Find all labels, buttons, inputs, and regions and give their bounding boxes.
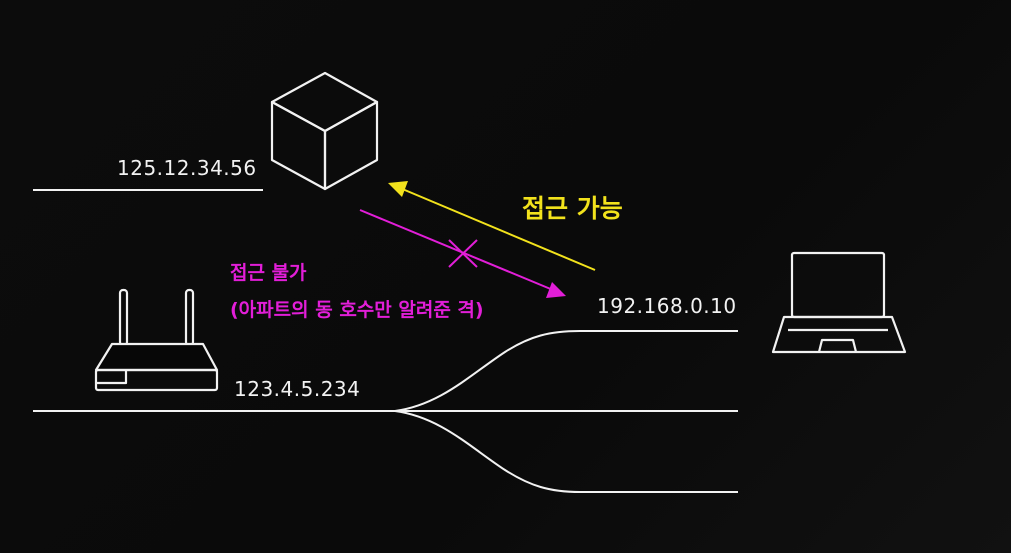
router-ip-label: 123.4.5.234 <box>234 377 361 401</box>
server-ip-label: 125.12.34.56 <box>117 156 257 180</box>
laptop-icon <box>771 251 907 354</box>
access-blocked-label: 접근 불가 <box>230 262 307 284</box>
cross-icon <box>448 239 478 268</box>
laptop-ip-label: 192.168.0.10 <box>597 294 737 318</box>
router-icon <box>94 288 219 392</box>
access-blocked-note: (아파트의 동 호수만 알려준 격) <box>230 299 484 321</box>
access-allowed-arrow <box>388 181 596 271</box>
access-blocked-arrow <box>359 209 566 298</box>
access-allowed-label: 접근 가능 <box>522 194 623 223</box>
network-lines <box>33 330 738 493</box>
cube-icon <box>270 71 379 191</box>
